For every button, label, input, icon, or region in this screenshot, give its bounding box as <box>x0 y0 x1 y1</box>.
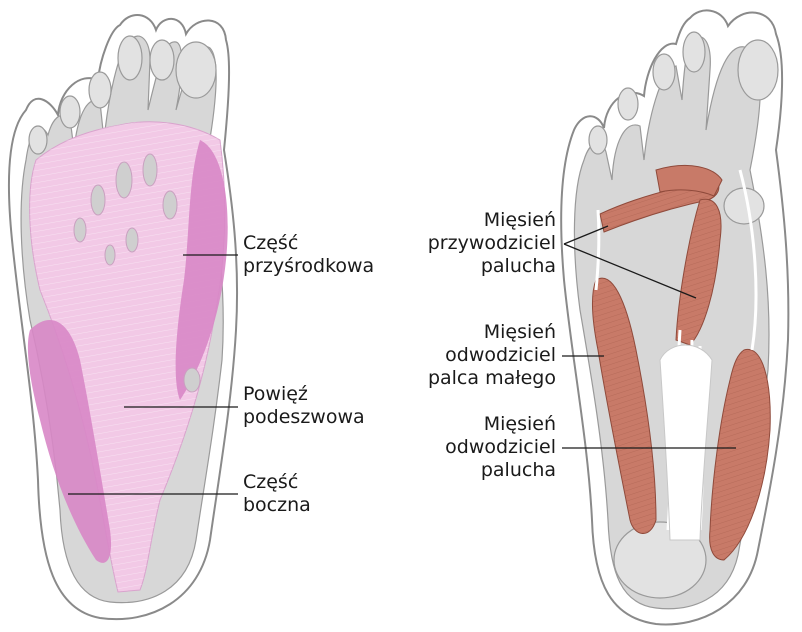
label-abductor-digiti-minimi-line-3: palca małego <box>428 367 556 390</box>
label-medial-part-line-2: przyśrodkowa <box>243 255 374 278</box>
label-lateral-part-line-2: boczna <box>243 494 311 517</box>
label-abductor-hallucis-line-1: Mięsień <box>445 413 556 436</box>
label-adductor-hallucis-line-1: Mięsień <box>428 209 556 232</box>
label-plantar-fascia-line-1: Powięź <box>243 383 365 406</box>
label-abductor-digiti-minimi-line-2: odwodziciel <box>428 344 556 367</box>
label-abductor-digiti-minimi-line-1: Mięsień <box>428 321 556 344</box>
label-adductor-hallucis: Mięsień przywodziciel palucha <box>428 209 556 278</box>
right-foot <box>561 10 788 624</box>
label-lateral-part-line-1: Część <box>243 471 311 494</box>
label-medial-part: Część przyśrodkowa <box>243 232 374 278</box>
label-plantar-fascia: Powięź podeszwowa <box>243 383 365 429</box>
label-abductor-hallucis: Mięsień odwodziciel palucha <box>445 413 556 482</box>
left-foot <box>9 15 238 619</box>
label-abductor-hallucis-line-3: palucha <box>445 459 556 482</box>
label-abductor-digiti-minimi: Mięsień odwodziciel palca małego <box>428 321 556 390</box>
label-plantar-fascia-line-2: podeszwowa <box>243 406 365 429</box>
label-medial-part-line-1: Część <box>243 232 374 255</box>
label-adductor-hallucis-line-2: przywodziciel <box>428 232 556 255</box>
label-adductor-hallucis-line-3: palucha <box>428 255 556 278</box>
label-abductor-hallucis-line-2: odwodziciel <box>445 436 556 459</box>
label-lateral-part: Część boczna <box>243 471 311 517</box>
